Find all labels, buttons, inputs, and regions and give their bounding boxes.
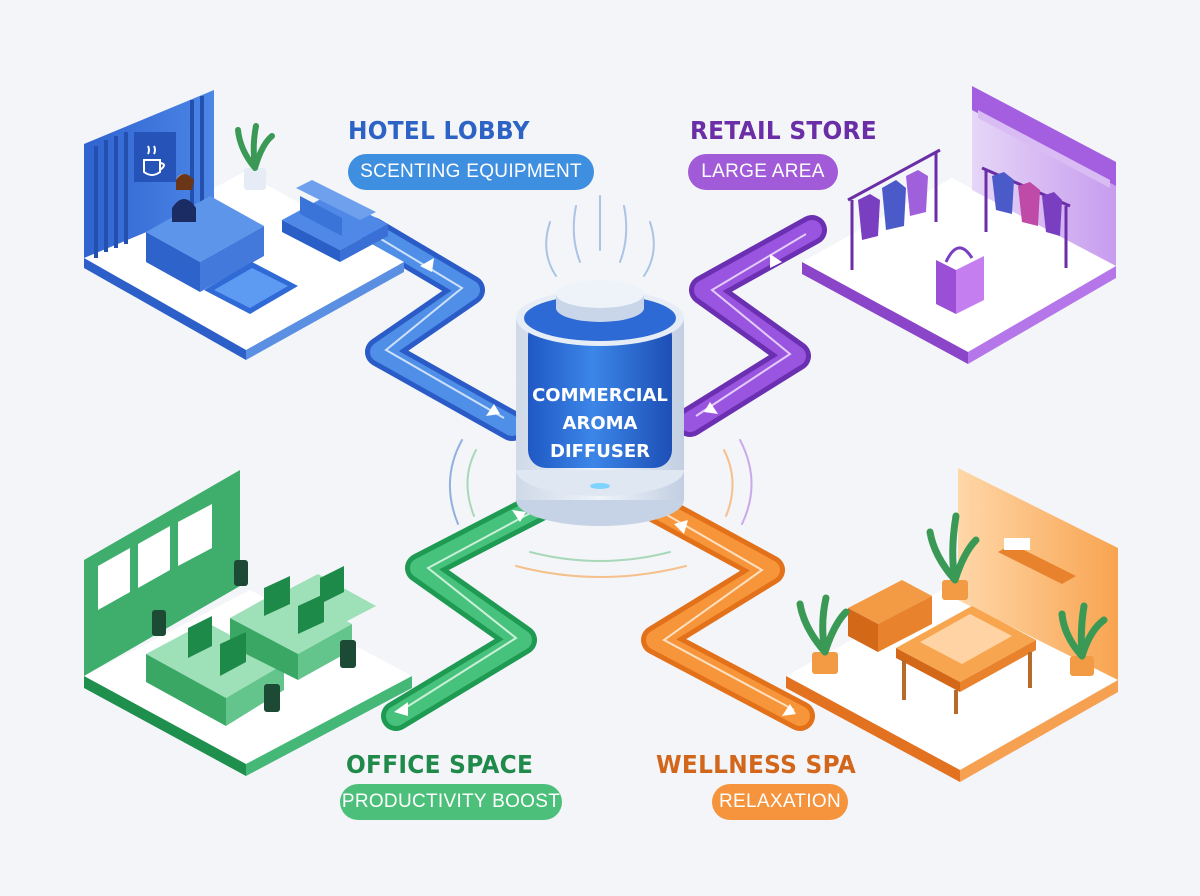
diffuser-label-line1: COMMERCIAL xyxy=(532,385,668,406)
arrow-icon xyxy=(512,510,526,522)
retail-store-title: RETAIL STORE xyxy=(690,116,877,145)
hotel-lobby-tag: SCENTING EQUIPMENT xyxy=(348,154,594,190)
arrow-icon xyxy=(704,402,718,414)
diffuser-label-line3: DIFFUSER xyxy=(550,441,650,462)
arrow-icon xyxy=(674,520,688,534)
arrow-icon xyxy=(394,702,408,716)
path-office xyxy=(381,491,555,731)
office-space-title: OFFICE SPACE xyxy=(346,750,534,779)
monitor-icon xyxy=(188,566,344,676)
aroma-diffuser xyxy=(516,280,684,526)
path-retail xyxy=(675,215,827,437)
scent-waves xyxy=(449,195,753,578)
hotel-lobby-room xyxy=(84,90,404,360)
diffuser-label: COMMERCIAL AROMA DIFFUSER xyxy=(522,382,678,466)
path-hotel xyxy=(357,217,527,441)
arrow-icon xyxy=(420,258,434,272)
arrow-icon xyxy=(486,404,500,416)
hotel-lobby-title: HOTEL LOBBY xyxy=(348,116,530,145)
wellness-spa-tag: RELAXATION xyxy=(712,784,848,820)
plant-icon xyxy=(796,512,1108,676)
chair-icon xyxy=(152,560,356,712)
retail-store-room xyxy=(802,86,1116,364)
path-spa xyxy=(641,493,815,731)
wellness-spa-room xyxy=(786,468,1118,782)
office-space-room xyxy=(84,470,412,776)
arrow-icon xyxy=(782,704,796,716)
office-space-tag: PRODUCTIVITY BOOST xyxy=(340,784,562,820)
wellness-spa-title: WELLNESS SPA xyxy=(656,750,857,779)
retail-store-tag: LARGE AREA xyxy=(688,154,838,190)
shopping-bag-icon xyxy=(936,246,984,314)
diffuser-label-line2: AROMA xyxy=(562,413,638,434)
arrow-icon xyxy=(770,254,782,268)
coffee-icon xyxy=(143,145,165,176)
